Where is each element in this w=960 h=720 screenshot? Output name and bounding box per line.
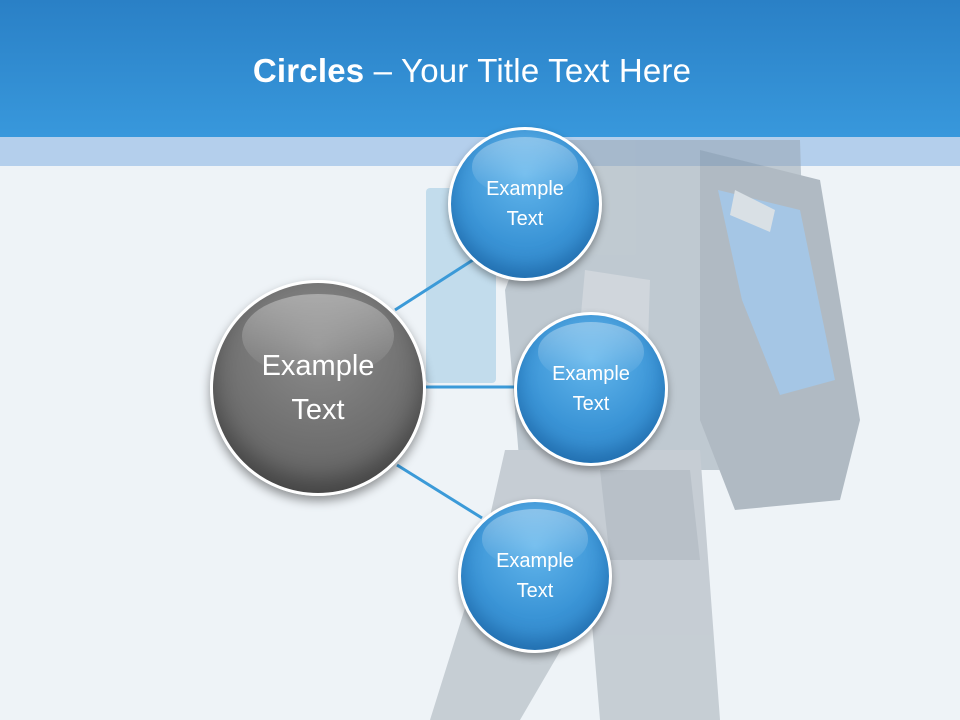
satellite-circle-bottom: Example Text — [458, 499, 612, 653]
center-circle-label: Example Text — [261, 350, 375, 426]
satellite-bottom-label: Example Text — [496, 550, 574, 602]
satellite-middle-label: Example Text — [552, 363, 630, 415]
title-bar — [0, 0, 960, 137]
title-rest: – Your Title Text Here — [364, 52, 692, 89]
slide-title: Circles – Your Title Text Here — [0, 52, 944, 90]
satellite-circle-top: Example Text — [448, 127, 602, 281]
title-bold: Circles — [252, 52, 365, 89]
satellite-top-label: Example Text — [486, 178, 564, 230]
satellite-circle-middle: Example Text — [514, 312, 668, 466]
connector-line-top — [394, 256, 477, 312]
center-circle: Example Text — [210, 280, 426, 496]
connector-line-bottom — [396, 463, 483, 520]
